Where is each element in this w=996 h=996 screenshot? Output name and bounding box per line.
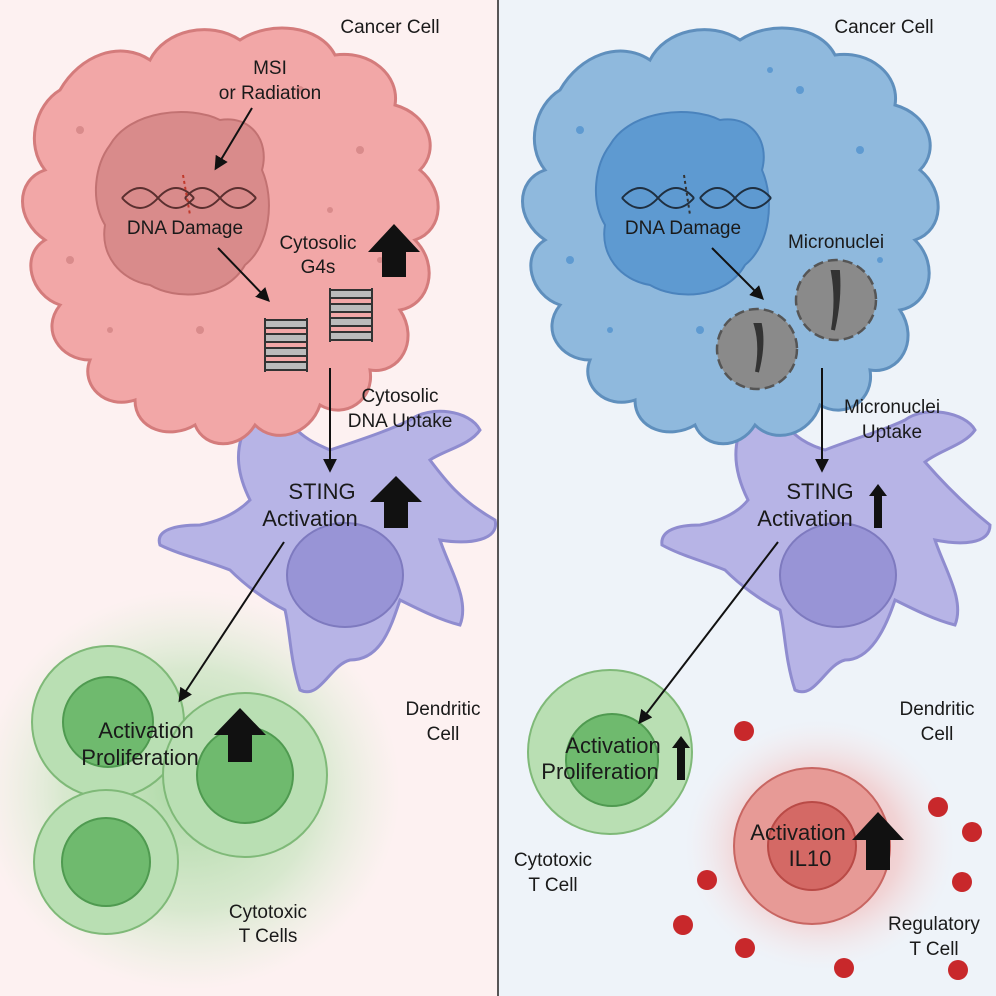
right-cytotoxic-label-line2: T Cell <box>528 875 577 896</box>
left-sting-label-line2: Activation <box>262 506 357 531</box>
left-sting-label-line1: STING <box>288 479 355 504</box>
micronuclei-icon <box>715 258 878 391</box>
left-uptake-label-line1: Cytosolic <box>361 386 438 407</box>
right-dna-damage-label: DNA Damage <box>625 218 741 239</box>
right-arrow-sting-to-tcell <box>638 541 779 725</box>
right-tcell-label-line1: Activation <box>565 733 660 758</box>
left-arrow-damage-to-g4 <box>217 247 270 303</box>
right-uptake-label-line1: Micronuclei <box>844 397 940 418</box>
left-cancer-cell-label: Cancer Cell <box>340 17 439 38</box>
left-tcell-label-line1: Activation <box>98 718 193 743</box>
right-sting-small-up-arrow-icon <box>869 484 887 528</box>
right-sting-label-line1: STING <box>786 479 853 504</box>
left-arrow-msi-to-damage <box>214 107 253 171</box>
right-tcell-label-line2: Proliferation <box>541 759 658 784</box>
right-dendritic-cell <box>660 394 992 694</box>
left-arrow-sting-to-tcell <box>178 541 285 703</box>
left-g4s-up-arrow-icon <box>368 224 420 277</box>
left-cytotoxic-label-line2: T Cells <box>239 926 298 947</box>
right-cancer-cell-label: Cancer Cell <box>834 17 933 38</box>
right-sting-label-line2: Activation <box>757 506 852 531</box>
left-uptake-label-line2: DNA Uptake <box>348 411 453 432</box>
right-dendritic-label-line1: Dendritic <box>900 699 975 720</box>
right-dna-helix-icon <box>621 174 772 216</box>
right-regulatory-t-cell <box>733 767 891 925</box>
left-dna-helix-icon <box>121 174 257 216</box>
right-micronuclei-label: Micronuclei <box>788 232 884 253</box>
right-uptake-label-line2: Uptake <box>862 422 922 443</box>
left-dendritic-label-line2: Cell <box>427 724 460 745</box>
left-g4-quadruplex-icon <box>264 288 373 372</box>
left-tcell-label-line2: Proliferation <box>81 745 198 770</box>
right-tcell-small-up-arrow-icon <box>672 736 690 780</box>
right-treg-label-line1: Activation <box>750 820 845 845</box>
right-cytotoxic-label-line1: Cytotoxic <box>514 850 592 871</box>
right-dendritic-label-line2: Cell <box>921 724 954 745</box>
right-cancer-nucleus <box>594 111 770 296</box>
left-dendritic-cell <box>157 391 497 694</box>
right-treg-label-line2: IL10 <box>789 846 832 871</box>
right-treg-up-arrow-icon <box>852 812 904 870</box>
right-dendritic-nucleus <box>779 522 897 628</box>
left-dna-damage-label: DNA Damage <box>127 218 243 239</box>
left-tcell-up-arrow-icon <box>214 708 266 762</box>
left-dendritic-label-line1: Dendritic <box>406 699 481 720</box>
left-cytotoxic-label-line1: Cytotoxic <box>229 902 307 923</box>
il10-particles <box>673 721 982 980</box>
left-cancer-nucleus <box>94 111 270 296</box>
left-msi-label-line2: or Radiation <box>219 83 321 104</box>
left-g4s-label-line1: Cytosolic <box>279 233 356 254</box>
left-g4s-label-line2: G4s <box>301 257 336 278</box>
left-dendritic-nucleus <box>286 522 404 628</box>
right-arrow-damage-to-micronuclei <box>711 247 764 300</box>
left-sting-up-arrow-icon <box>370 476 422 528</box>
left-cytotoxic-t-cells <box>31 645 328 935</box>
right-regulatory-label-line2: T Cell <box>909 939 958 960</box>
right-regulatory-label-line1: Regulatory <box>888 914 980 935</box>
left-msi-label-line1: MSI <box>253 58 287 79</box>
